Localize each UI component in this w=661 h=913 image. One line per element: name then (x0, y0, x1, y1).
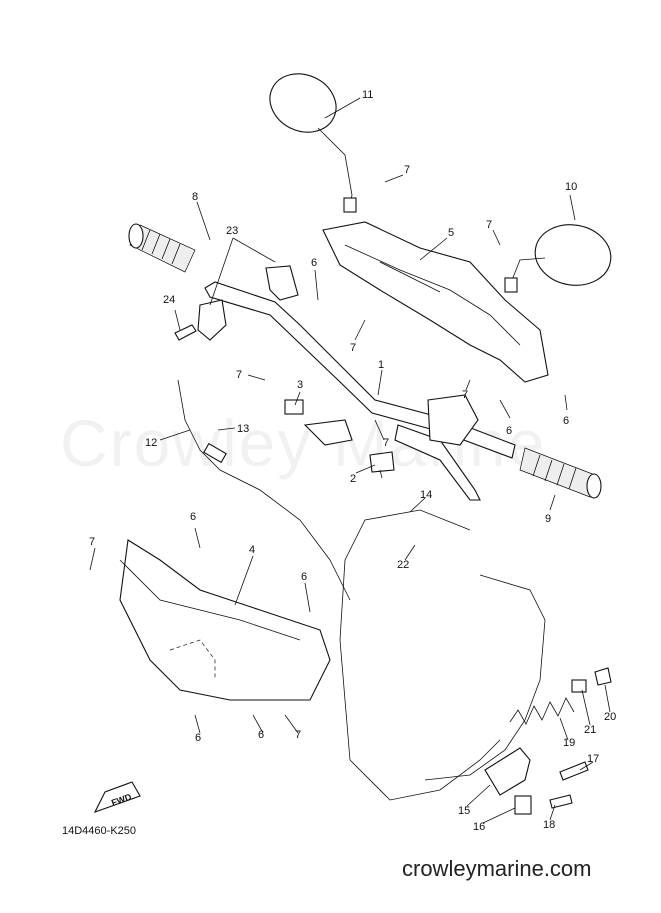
callout-11: 11 (362, 89, 373, 101)
callout-1: 1 (378, 359, 384, 371)
callout-6: 6 (563, 415, 569, 427)
spring[interactable] (509, 697, 575, 725)
callout-23: 23 (226, 225, 238, 237)
callout-7: 7 (462, 389, 468, 401)
adjuster-nut[interactable] (571, 667, 612, 693)
site-footer[interactable]: crowleymarine.com (402, 856, 592, 881)
callout-22: 22 (397, 559, 409, 571)
callout-6: 6 (190, 511, 196, 523)
callout-6: 6 (195, 732, 201, 744)
cable-bracket[interactable] (484, 747, 589, 815)
grip-left[interactable] (128, 223, 196, 273)
callout-6: 6 (311, 257, 317, 269)
callout-12: 12 (145, 437, 157, 449)
mirror-left[interactable] (260, 63, 357, 213)
leader-lines (89, 97, 611, 824)
callout-6: 6 (258, 729, 264, 741)
callout-14: 14 (420, 489, 432, 501)
screw-24[interactable] (174, 324, 197, 341)
throttle-housing[interactable] (197, 265, 299, 341)
callout-7: 7 (383, 437, 389, 449)
grip-right[interactable] (519, 447, 602, 499)
callout-9: 9 (545, 513, 551, 525)
callout-4: 4 (249, 544, 255, 556)
handle-cover-front[interactable] (119, 539, 331, 701)
handlebar[interactable] (204, 281, 516, 459)
brake-cable[interactable] (339, 509, 546, 801)
callout-20: 20 (604, 711, 616, 723)
callout-5: 5 (448, 227, 454, 239)
callout-6: 6 (301, 571, 307, 583)
callout-19: 19 (563, 737, 575, 749)
callout-7: 7 (350, 342, 356, 354)
callout-13: 13 (237, 423, 249, 435)
callout-8: 8 (192, 191, 198, 203)
callouts: 11 7 10 8 23 5 7 6 24 7 1 7 3 7 6 6 13 1… (89, 89, 616, 833)
callout-16: 16 (473, 821, 485, 833)
callout-7: 7 (236, 369, 242, 381)
cable-12[interactable] (177, 379, 351, 601)
callout-3: 3 (297, 379, 303, 391)
callout-6: 6 (506, 425, 512, 437)
callout-7: 7 (89, 536, 95, 548)
callout-15: 15 (458, 805, 470, 817)
mirror-right[interactable] (504, 219, 616, 293)
callout-7: 7 (295, 729, 301, 741)
callout-2: 2 (350, 473, 356, 485)
brake-lever[interactable] (394, 394, 481, 501)
callout-24: 24 (163, 294, 175, 306)
diagram-code: 14D4460-K250 (62, 825, 137, 837)
callout-7: 7 (404, 164, 410, 176)
callout-21: 21 (584, 724, 596, 736)
callout-7: 7 (486, 219, 492, 231)
callout-17: 17 (587, 753, 599, 765)
handle-cover-upper[interactable] (322, 221, 549, 383)
callout-18: 18 (543, 819, 555, 831)
callout-10: 10 (565, 181, 577, 193)
fwd-arrow-icon (93, 781, 141, 813)
